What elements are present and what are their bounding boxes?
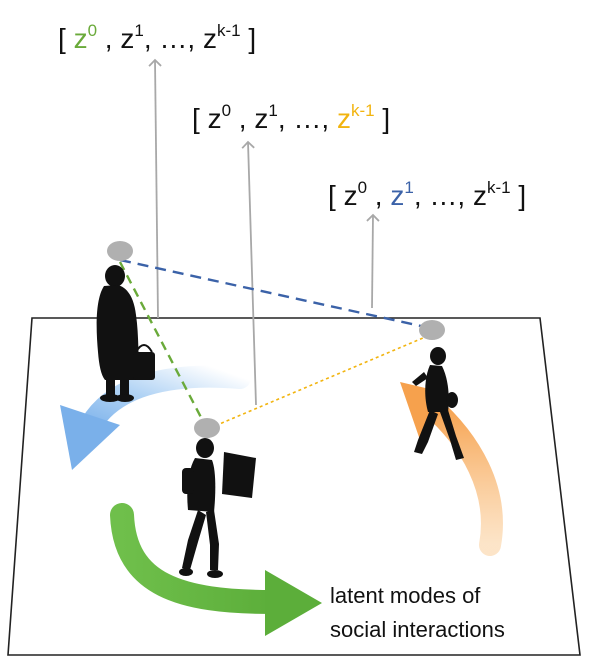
bracket-close: ] (375, 103, 391, 134)
edge-green-dashed (118, 261, 207, 426)
vector-element-sup: 0 (88, 21, 97, 40)
separator: , (231, 103, 254, 134)
arrow-to-vector-3 (366, 213, 380, 309)
vector-element-base: z (344, 180, 358, 211)
vector-element-base: z (337, 103, 351, 134)
bracket-open: [ (58, 23, 74, 54)
latent-vector-3: [ z0 , z1, …, zk-1 ] (328, 178, 526, 211)
caption-line-1: latent modes of (330, 583, 481, 608)
vector-element-base: z (74, 23, 88, 54)
vector-element-base: z (203, 23, 217, 54)
bracket-open: [ (192, 103, 208, 134)
vector-element-sup: k-1 (351, 101, 375, 120)
vector-text: [ z0 , z1, …, zk-1 ] (192, 101, 390, 134)
vector-element-base: z (254, 103, 268, 134)
separator: , (97, 23, 120, 54)
vector-element-sup: 1 (268, 101, 277, 120)
bracket-open: [ (328, 180, 344, 211)
person-silhouette-map-reader (179, 438, 256, 578)
vector-element-sup: k-1 (217, 21, 241, 40)
caption-line-2: social interactions (330, 617, 505, 642)
ellipsis: , …, (144, 23, 203, 54)
vector-text: [ z0 , z1, …, zk-1 ] (58, 21, 256, 54)
vector-element-base: z (473, 180, 487, 211)
arrow-to-vector-2 (241, 140, 257, 406)
node-right (419, 320, 445, 340)
ellipsis: , …, (278, 103, 337, 134)
vector-element-sup: k-1 (487, 178, 511, 197)
latent-vector-1: [ z0 , z1, …, zk-1 ] (58, 21, 256, 54)
node-center (194, 418, 220, 438)
person-silhouette-elderly (96, 265, 155, 402)
vector-element-sup: 0 (222, 101, 231, 120)
edge-yellow-dotted (209, 334, 431, 429)
vector-element-base: z (390, 180, 404, 211)
ellipsis: , …, (414, 180, 473, 211)
green-curved-arrow (110, 503, 322, 636)
blue-curved-arrow (60, 365, 251, 470)
node-left (107, 241, 133, 261)
vector-element-sup: 1 (134, 21, 143, 40)
arrow-to-vector-1 (148, 58, 162, 319)
latent-vector-2: [ z0 , z1, …, zk-1 ] (192, 101, 390, 134)
vector-element-sup: 1 (404, 178, 413, 197)
separator: , (367, 180, 390, 211)
bracket-close: ] (511, 180, 527, 211)
vector-text: [ z0 , z1, …, zk-1 ] (328, 178, 526, 211)
person-silhouette-phone-walker (412, 347, 464, 460)
vector-element-base: z (208, 103, 222, 134)
vector-element-sup: 0 (358, 178, 367, 197)
vector-element-base: z (120, 23, 134, 54)
bracket-close: ] (241, 23, 257, 54)
